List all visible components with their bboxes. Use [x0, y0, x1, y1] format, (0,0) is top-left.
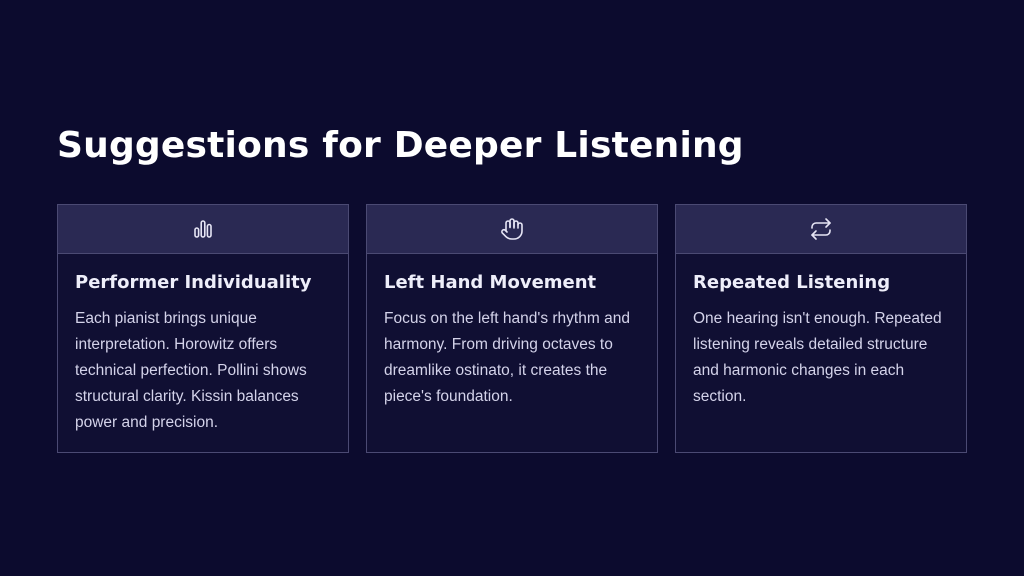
card-body: Left Hand Movement Focus on the left han…: [367, 254, 657, 410]
suggestion-cards: Performer Individuality Each pianist bri…: [57, 204, 967, 453]
card-text: Focus on the left hand's rhythm and harm…: [384, 310, 630, 405]
page-title: Suggestions for Deeper Listening: [57, 125, 744, 166]
card-body: Repeated Listening One hearing isn't eno…: [676, 254, 966, 410]
card-header: [58, 205, 348, 254]
card-text: Each pianist brings unique interpretatio…: [75, 310, 307, 431]
card-title: Performer Individuality: [75, 272, 312, 293]
hand-icon: [500, 217, 524, 241]
card-repeated-listening: Repeated Listening One hearing isn't eno…: [675, 204, 967, 453]
card-left-hand-movement: Left Hand Movement Focus on the left han…: [366, 204, 658, 453]
repeat-icon: [809, 217, 833, 241]
card-title: Repeated Listening: [693, 272, 891, 293]
card-body: Performer Individuality Each pianist bri…: [58, 254, 348, 436]
bar-chart-icon: [191, 217, 215, 241]
card-title: Left Hand Movement: [384, 272, 597, 293]
card-text: One hearing isn't enough. Repeated liste…: [693, 310, 942, 405]
card-header: [367, 205, 657, 254]
card-performer-individuality: Performer Individuality Each pianist bri…: [57, 204, 349, 453]
card-header: [676, 205, 966, 254]
